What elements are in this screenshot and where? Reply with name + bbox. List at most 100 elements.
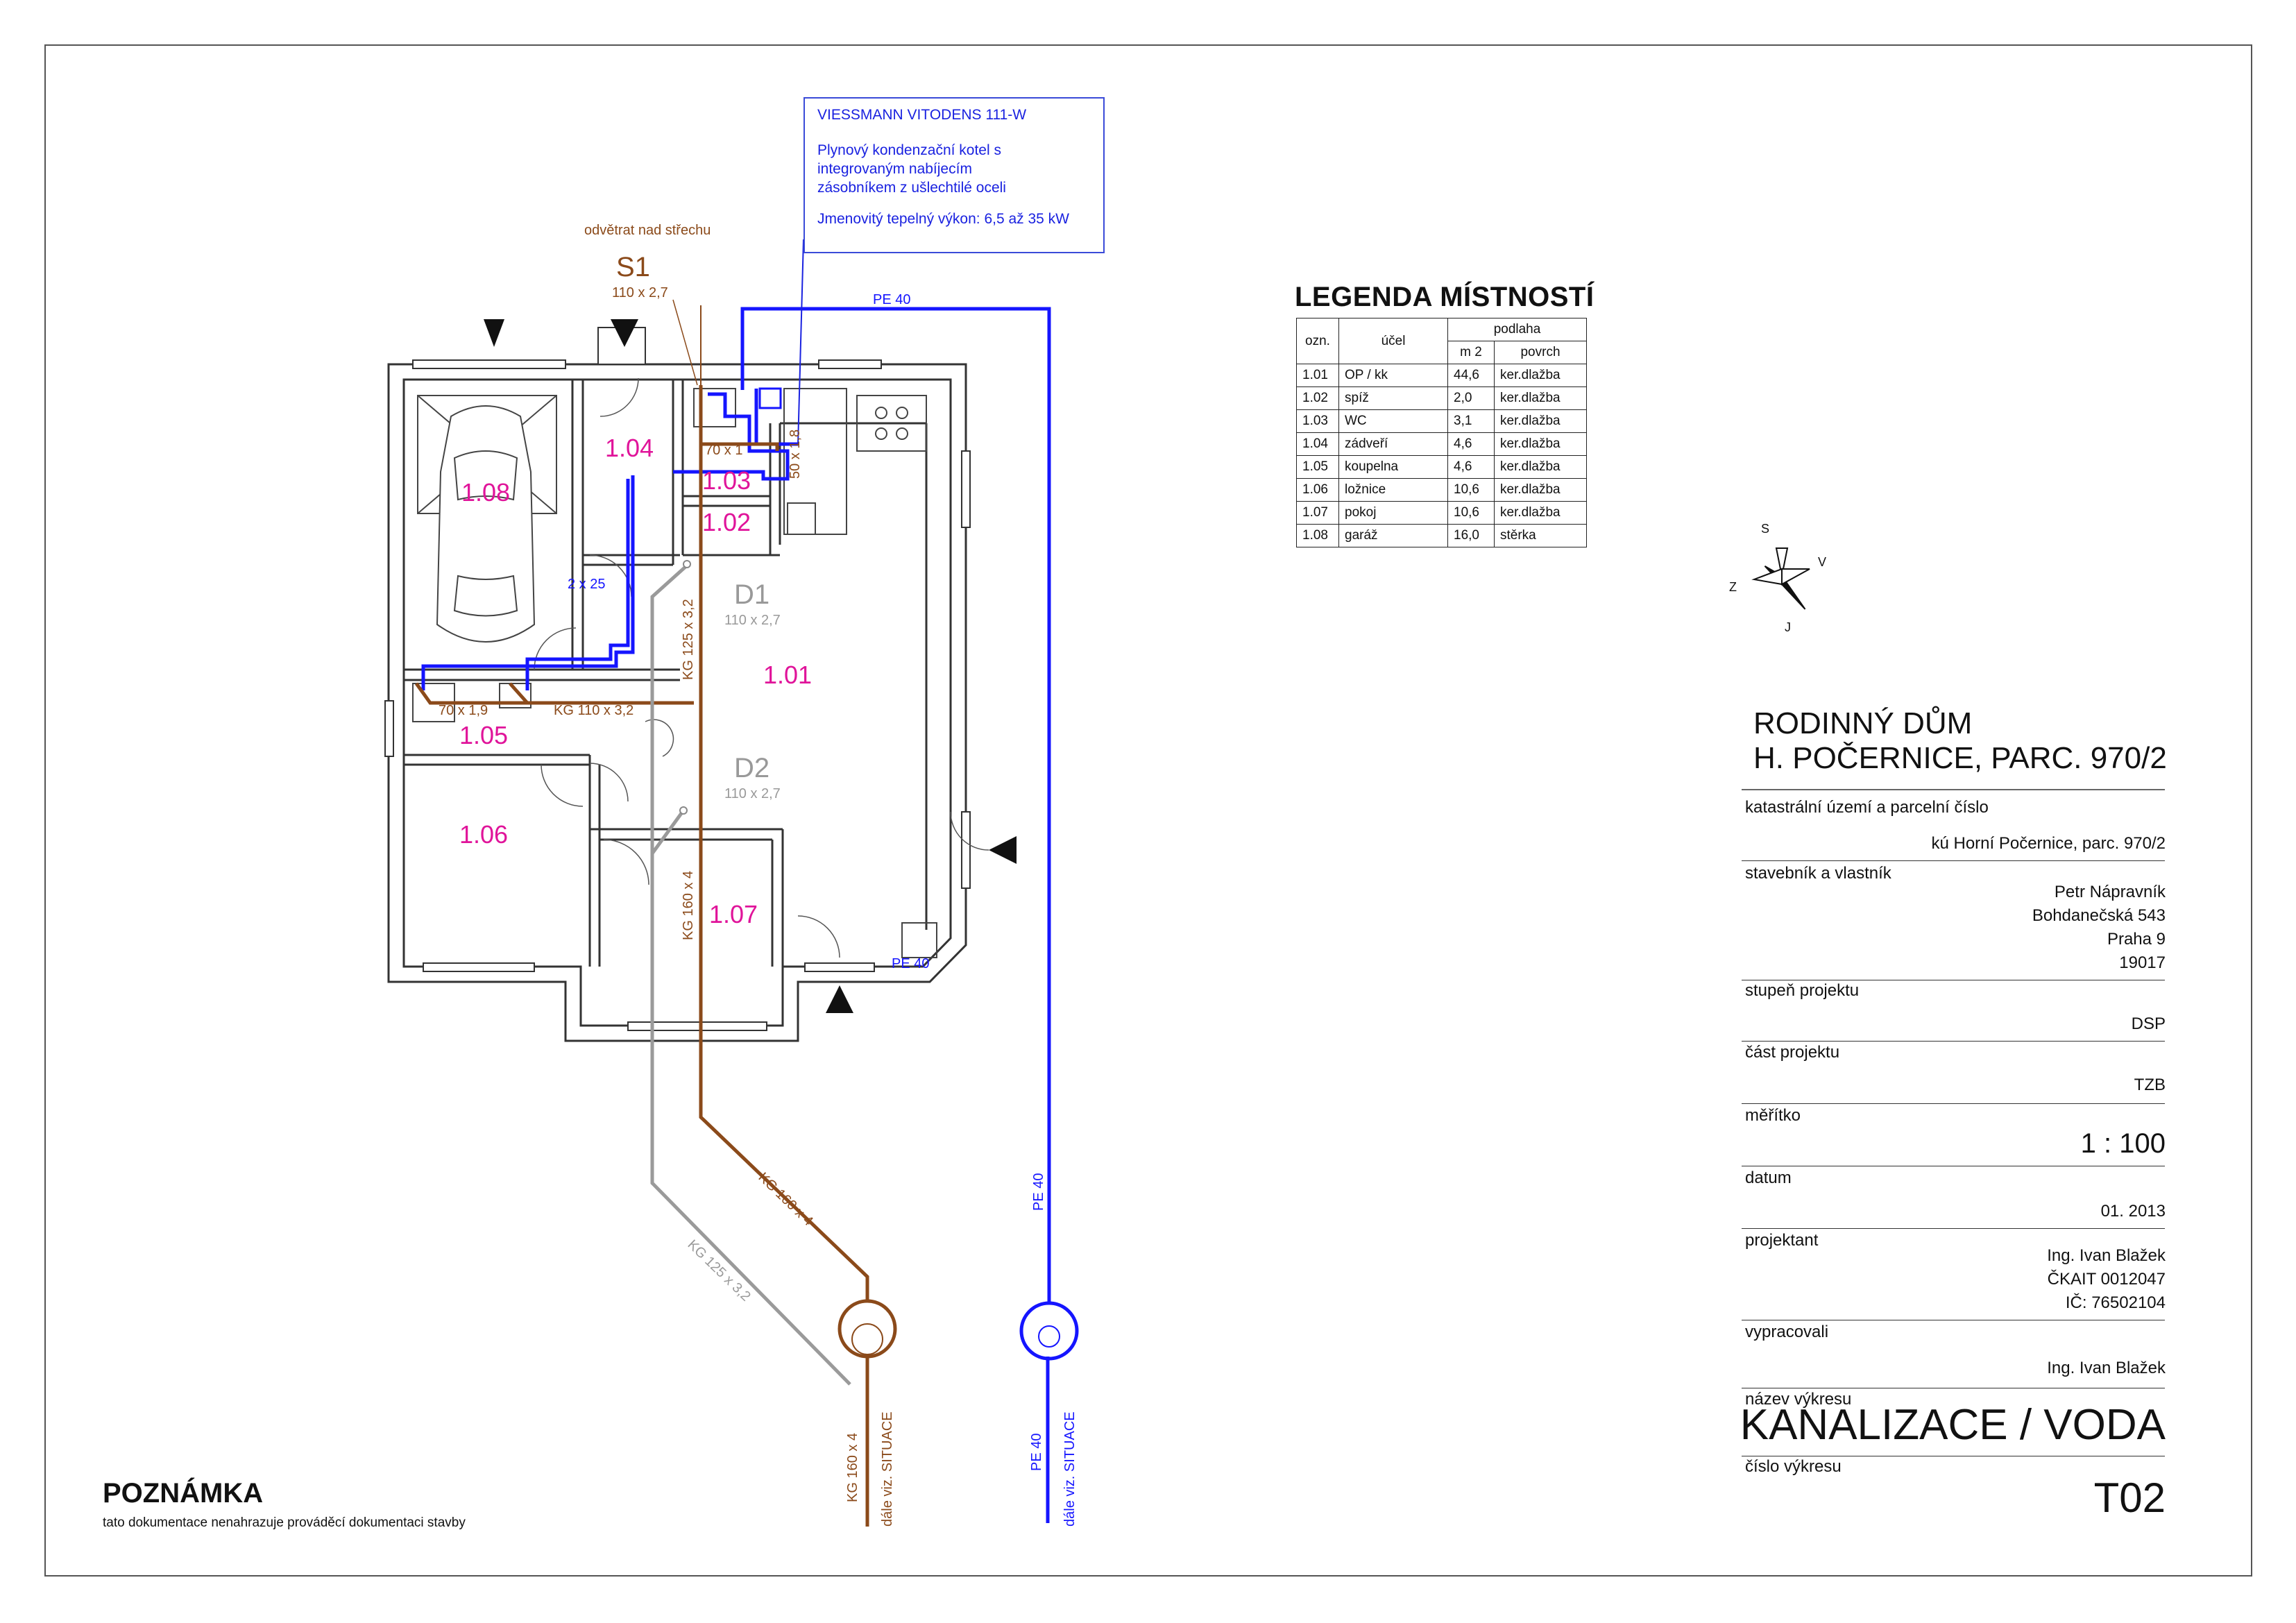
compass-z: Z (1729, 580, 1737, 594)
compass-rose (1751, 547, 1810, 610)
owner-zip: 19017 (2119, 953, 2166, 972)
room-label-1-04: 1.04 (605, 434, 654, 462)
room-label-1-01: 1.01 (763, 661, 812, 689)
further-situation-label-water: dále viz. SITUACE (1062, 1411, 1078, 1527)
d1-label: D1 (734, 579, 769, 610)
note-title: POZNÁMKA (103, 1478, 264, 1509)
water-meter-shaft (1019, 1301, 1079, 1361)
pipe-70x1-label: 70 x 1 (705, 443, 742, 458)
cadastre-label: katastrální území a parcelní číslo (1745, 798, 1989, 817)
pipe-kg110-label: KG 110 x 3,2 (554, 703, 633, 718)
garage-car (417, 395, 557, 643)
pe40-mid-label: PE 40 (892, 956, 929, 971)
compass-j: J (1785, 620, 1791, 634)
boiler-model: VIESSMANN VITODENS 111-W (817, 107, 1027, 123)
drawing-name-label: název výkresu (1745, 1390, 1852, 1409)
boiler-leader-line (797, 239, 804, 446)
sewer-pipes (414, 305, 869, 1527)
drawing-number: T02 (2093, 1475, 2166, 1521)
boiler-desc-2: integrovaným nabíjecím (817, 161, 972, 177)
project-title-line-1: RODINNÝ DŮM (1753, 706, 1973, 740)
pipe-2x25-label: 2 x 25 (568, 577, 605, 592)
room-label-1-07: 1.07 (709, 900, 758, 928)
downpipe-d2 (679, 806, 688, 815)
s1-dim: 110 x 2,7 (612, 285, 668, 300)
stage-value: DSP (2131, 1014, 2166, 1033)
water-meter-icon (1038, 1325, 1060, 1348)
pipe-kg125-vertical-label: KG 125 x 3,2 (681, 599, 696, 680)
part-value: TZB (2134, 1076, 2166, 1094)
scale-label: měřítko (1745, 1106, 1801, 1125)
door-swings (534, 377, 989, 958)
pipe-kg160-vertical-label: KG 160 x 4 (681, 871, 696, 940)
s1-label: S1 (616, 252, 650, 282)
compass-v: V (1818, 555, 1826, 569)
cadastre-value: kú Horní Počernice, parc. 970/2 (1931, 834, 2166, 853)
owner-label: stavebník a vlastník (1745, 864, 1891, 883)
sewer-shaft (837, 1299, 897, 1359)
compass-s: S (1761, 522, 1769, 536)
further-situation-label-sewer: dále viz. SITUACE (880, 1411, 895, 1527)
boiler-info-box: VIESSMANN VITODENS 111-W Plynový kondenz… (803, 97, 1105, 253)
d1-dim: 110 x 2,7 (724, 613, 781, 628)
drawing-frame (44, 44, 2252, 1577)
d2-dim: 110 x 2,7 (724, 786, 781, 801)
room-label-1-03: 1.03 (702, 466, 751, 495)
date-label: datum (1745, 1169, 1792, 1187)
pe40-bottom-label: PE 40 (1029, 1434, 1044, 1471)
owner-city: Praha 9 (2107, 930, 2166, 949)
building-walls (387, 363, 967, 1042)
project-title: RODINNÝ DŮM H. POČERNICE, PARC. 970/2 (1753, 706, 2184, 776)
entrance-arrows (484, 319, 1017, 1013)
prepared-value: Ing. Ivan Blažek (2047, 1359, 2166, 1377)
pipe-kg160-bottom-label: KG 160 x 4 (845, 1433, 860, 1502)
pipe-kg125-diagonal-label: KG 125 x 3,2 (685, 1237, 754, 1305)
downpipe-d1 (683, 560, 691, 568)
room-label-1-05: 1.05 (459, 721, 508, 749)
legend-col-floor: podlaha (1447, 318, 1587, 341)
project-title-line-2: H. POČERNICE, PARC. 970/2 (1753, 741, 2167, 775)
designer-ic: IČ: 76502104 (2065, 1293, 2166, 1312)
boiler-desc-1: Plynový kondenzační kotel s (817, 142, 1001, 158)
owner-street: Bohdanečská 543 (2032, 906, 2166, 925)
owner-name: Petr Nápravník (2054, 883, 2166, 901)
pipe-70x19-label: 70 x 1,9 (439, 703, 488, 718)
boiler-desc-3: zásobníkem z ušlechtilé oceli (817, 180, 1006, 196)
drawing-number-label: číslo výkresu (1745, 1457, 1842, 1476)
legend-col-use: účel (1338, 318, 1448, 364)
rainwater-pipes (650, 564, 851, 1386)
room-label-1-02: 1.02 (702, 508, 751, 536)
vent-roof-label: odvětrat nad střechu (584, 223, 711, 238)
pe40-top-label: PE 40 (873, 292, 910, 307)
pe40-vertical-label: PE 40 (1031, 1173, 1046, 1211)
water-pipes (421, 307, 1051, 1523)
designer-name: Ing. Ivan Blažek (2047, 1246, 2166, 1265)
legend-title: LEGENDA MÍSTNOSTÍ (1295, 282, 1595, 312)
note-text: tato dokumentace nenahrazuje provádĕcí d… (103, 1515, 466, 1530)
sewer-shaft-icon (851, 1323, 883, 1355)
stage-label: stupeň projektu (1745, 981, 1860, 1000)
d2-label: D2 (734, 753, 769, 783)
designer-ckait: ČKAIT 0012047 (2047, 1270, 2166, 1289)
designer-label: projektant (1745, 1231, 1819, 1250)
legend-col-m2: m 2 (1447, 341, 1495, 364)
pipe-50x18-label: 50 x 1,8 (788, 430, 803, 479)
drawing-name: KANALIZACE / VODA (1740, 1401, 2166, 1449)
room-label-1-08: 1.08 (461, 478, 510, 507)
room-label-1-06: 1.06 (459, 820, 508, 849)
scale-value: 1 : 100 (2080, 1128, 2166, 1159)
prepared-label: vypracovali (1745, 1323, 1829, 1341)
boiler-power: Jmenovitý tepelný výkon: 6,5 až 35 kW (817, 211, 1069, 227)
part-label: část projektu (1745, 1043, 1840, 1062)
pipe-kg160-diagonal-label: KG 160 x 4 (756, 1170, 816, 1229)
legend-col-id: ozn. (1296, 318, 1339, 364)
